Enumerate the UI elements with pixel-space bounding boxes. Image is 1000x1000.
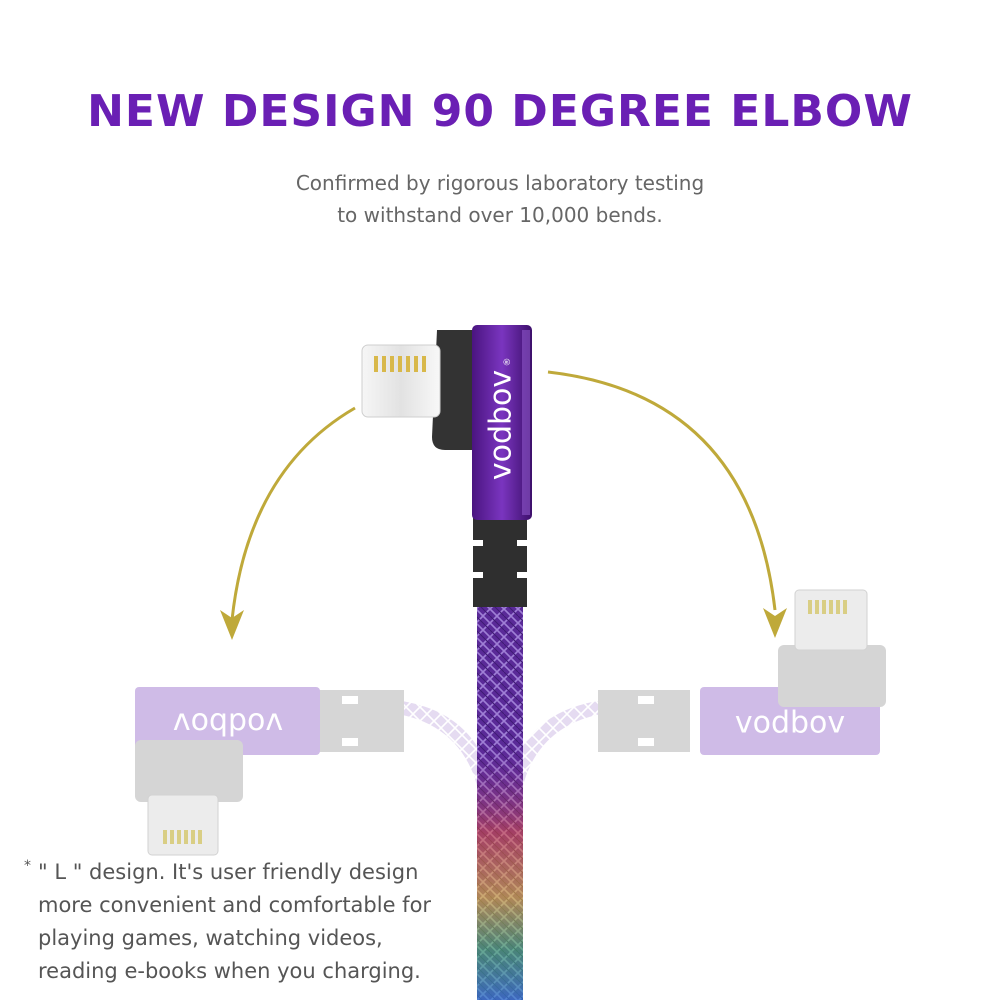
right-bend-arrow [547, 370, 777, 611]
main-lightning-plug [361, 344, 441, 418]
main-elbow-housing [432, 330, 475, 450]
main-cable [477, 603, 523, 1000]
faded-left-connector: vodbov [135, 687, 496, 856]
trademark-mark: ® [503, 358, 513, 367]
left-bend-arrow [230, 406, 356, 621]
note-line-1: " L " design. It's user friendly design [38, 860, 419, 884]
left-arrow-head [220, 610, 244, 640]
note-bullet: * [24, 858, 31, 874]
main-logo: vodbov [484, 370, 519, 480]
cable-illustration: vodbov vodbov [135, 325, 886, 1000]
right-arrow-head [763, 608, 787, 638]
feature-note: * " L " design. It's user friendly desig… [24, 856, 458, 988]
note-line-2: more convenient and comfortable for [38, 893, 432, 917]
subtitle-line-2: to withstand over 10,000 bends. [337, 203, 663, 227]
faded-left-logo: vodbov [173, 706, 283, 741]
note-line-3: playing games, watching videos, [38, 926, 383, 950]
faded-right-logo: vodbov [735, 706, 845, 741]
main-strain-relief [473, 515, 527, 607]
note-line-4: reading e-books when you charging. [38, 959, 421, 983]
faded-right-connector: vodbov [504, 589, 886, 800]
main-purple-body [472, 325, 532, 520]
subtitle-line-1: Confirmed by rigorous laboratory testing [295, 171, 705, 195]
subtitle: Confirmed by rigorous laboratory testing… [250, 167, 750, 231]
faded-left-body [135, 687, 320, 755]
page-title: NEW DESIGN 90 DEGREE ELBOW [87, 86, 913, 137]
